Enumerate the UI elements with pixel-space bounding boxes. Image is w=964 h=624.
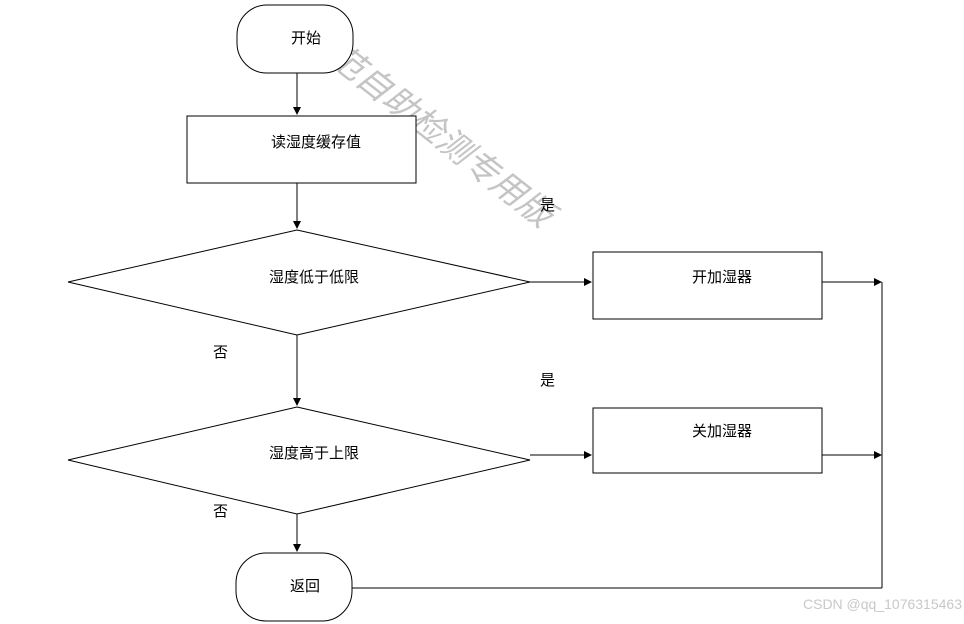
humidifier-on-box [592,251,823,320]
return-label: 返回 [290,577,320,595]
humidifier-on-label: 开加湿器 [692,268,752,286]
humidifier-off-label: 关加湿器 [692,422,752,440]
low-no-label: 否 [213,343,228,361]
cond-low-label: 湿度低于低限 [269,268,359,286]
read-label: 读湿度缓存值 [271,133,361,151]
csdn-credit: CSDN @qq_1076315463 [803,596,962,612]
read-process-box [186,115,417,184]
cond-high-label: 湿度高于上限 [269,444,359,462]
high-no-label: 否 [213,502,228,520]
low-yes-label: 是 [540,196,555,214]
start-label: 开始 [291,29,321,47]
high-yes-label: 是 [540,371,555,389]
start-terminator [236,4,354,74]
return-terminator [235,552,353,622]
humidifier-off-box [592,407,823,474]
